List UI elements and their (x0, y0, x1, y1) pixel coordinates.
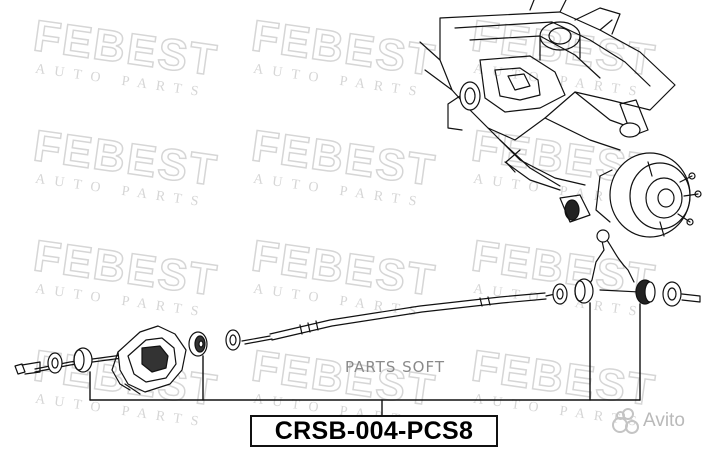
parts-soft-watermark: PARTS SOFT (345, 358, 445, 376)
bushing-6 (574, 278, 594, 304)
bushing-7 (635, 279, 656, 305)
bushing-5 (552, 283, 568, 305)
cable-bracket (111, 325, 187, 395)
bushing-4 (225, 329, 241, 351)
avito-name: Avito (643, 410, 685, 431)
parking-brake-cable (14, 289, 641, 375)
callout-leaders (89, 302, 641, 416)
avito-logo-icon (612, 408, 639, 434)
rear-suspension-assembly (419, 0, 702, 291)
bushing-1 (47, 352, 63, 374)
bushing-2 (73, 347, 93, 373)
part-number-label: CRSB-004-PCS8 (250, 415, 498, 447)
avito-badge: Avito (612, 408, 685, 434)
bushing-8 (662, 281, 701, 307)
bushing-3 (188, 331, 208, 357)
